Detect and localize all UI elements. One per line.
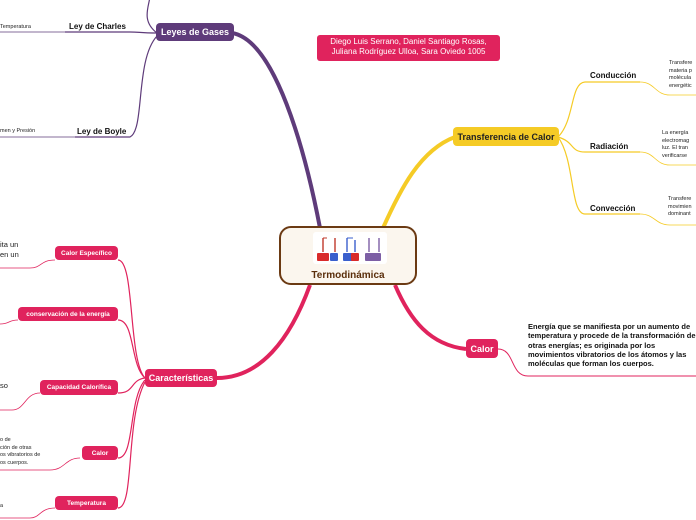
calor-especifico-text: ita un en un <box>0 240 19 259</box>
subtopic-calor-especifico[interactable]: Calor Específico <box>55 246 118 260</box>
subtopic-ley-de-charles[interactable]: Ley de Charles <box>69 22 126 31</box>
subtopic-calor[interactable]: Calor <box>82 446 118 460</box>
subtopic-conservacion-energia[interactable]: conservación de la energía <box>18 307 118 321</box>
calor-description: Energía que se manifiesta por un aumento… <box>528 322 696 369</box>
charles-text: Temperatura <box>0 24 31 30</box>
subtopic-radiacion[interactable]: Radiación <box>590 142 629 151</box>
radiacion-text: La energía electromag luz. El tran verif… <box>662 130 690 159</box>
topic-caracteristicas[interactable]: Características <box>145 369 217 387</box>
subtopic-capacidad-calorifica[interactable]: Capacidad Calorífica <box>40 380 118 395</box>
topic-calor[interactable]: Calor <box>466 339 498 358</box>
subtopic-conduccion[interactable]: Conducción <box>590 71 637 80</box>
conduccion-text: Transfere materia p molécula energétic <box>669 60 693 89</box>
topic-leyes-de-gases[interactable]: Leyes de Gases <box>156 23 234 41</box>
conveccion-text: Transfere movimien dominant <box>668 196 692 217</box>
topic-transferencia-de-calor[interactable]: Transferencia de Calor <box>453 127 559 146</box>
subtopic-ley-de-boyle[interactable]: Ley de Boyle <box>77 127 127 136</box>
calor-short-text: o de ción de otras os vibratorios de os … <box>0 437 41 466</box>
subtopic-conveccion[interactable]: Convección <box>590 204 636 213</box>
subtopic-temperatura[interactable]: Temperatura <box>55 496 118 510</box>
capacidad-text: so <box>0 381 8 390</box>
central-title: Termodinámica <box>311 270 385 281</box>
boyle-text: men y Presión <box>0 128 36 134</box>
central-topic[interactable]: Termodinámica <box>279 226 417 285</box>
temperatura-text: a <box>0 503 4 509</box>
authors-note[interactable]: Diego Luis Serrano, Daniel Santiago Rosa… <box>317 35 500 61</box>
thermometers-icon <box>313 232 387 264</box>
